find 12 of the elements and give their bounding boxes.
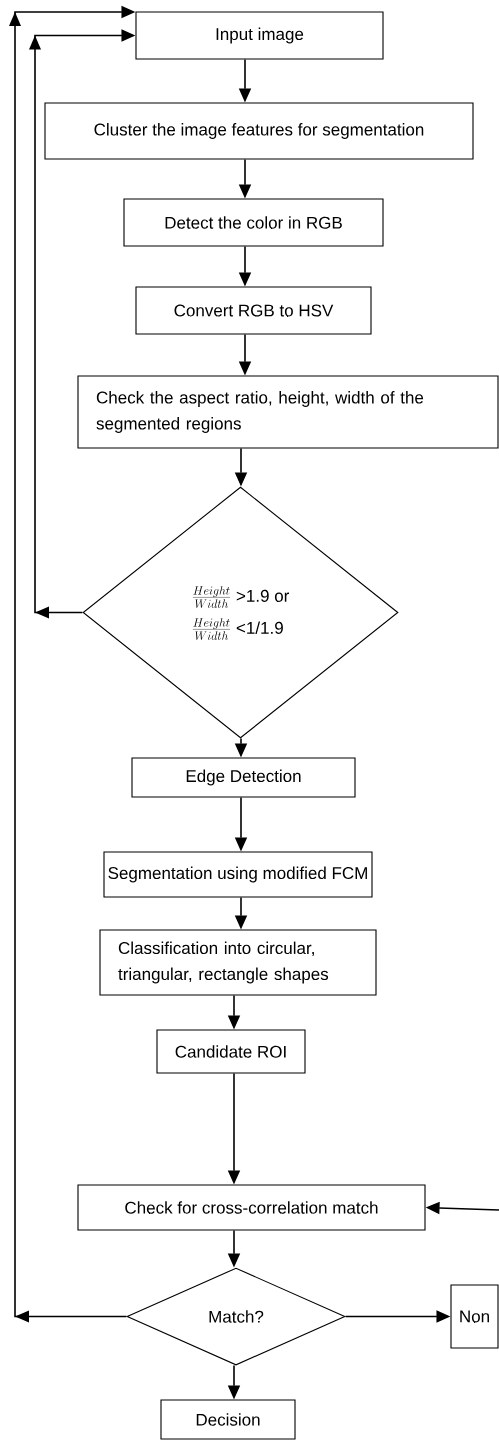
- process-box: Convert RGB to HSV: [135, 286, 372, 335]
- process-box: Input image: [135, 11, 384, 60]
- process-box: Classification into circular, triangular, rectangle shapes: [99, 929, 377, 996]
- process-box: Check for cross-correlation match: [77, 1184, 426, 1231]
- process-box: Cluster the image features for segmentation: [44, 102, 474, 160]
- process-box: Edge Detection: [131, 757, 356, 798]
- process-box: Decision: [160, 1399, 296, 1440]
- process-box: Detect the color in RGB: [123, 198, 384, 247]
- process-box: Segmentation using modified FCM: [103, 851, 373, 898]
- process-box: Candidate ROI: [156, 1029, 306, 1074]
- process-box: Check the aspect ratio, height, width of the segmented regions: [77, 375, 499, 449]
- process-box: Non: [450, 1284, 499, 1349]
